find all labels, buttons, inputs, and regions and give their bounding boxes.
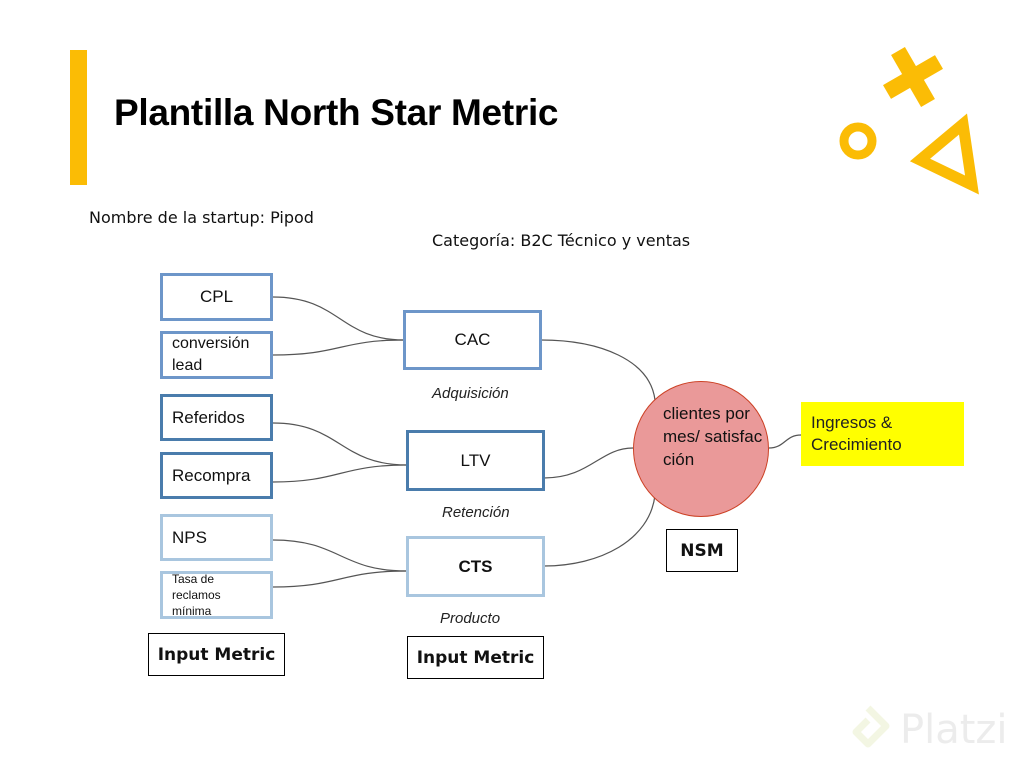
- driver-metric-box-cts[interactable]: CTS: [406, 536, 545, 597]
- driver-metric-box-cac[interactable]: CAC: [403, 310, 542, 370]
- outcome-box[interactable]: Ingresos & Crecimiento: [801, 402, 964, 466]
- input-metric-box[interactable]: Referidos: [160, 394, 273, 441]
- platzi-watermark: Platzi: [846, 704, 1008, 756]
- driver-metric-caption: Input Metric: [407, 636, 544, 679]
- wire-cts-nsm: [543, 494, 656, 567]
- category-label-product: Producto: [440, 610, 501, 627]
- driver-metric-caption-text: Input Metric: [416, 647, 535, 668]
- wire-recompra-ltv: [272, 464, 408, 483]
- input-metric-box[interactable]: Tasa de reclamos mínima: [160, 571, 273, 619]
- circle-icon: [839, 122, 877, 160]
- driver-metric-label: CTS: [458, 556, 493, 576]
- platzi-wordmark: Platzi: [900, 707, 1008, 753]
- decorative-shapes: [839, 47, 979, 195]
- wire-conversion-cac: [272, 339, 405, 356]
- triangle-icon: [909, 113, 979, 195]
- wire-cpl-cac: [272, 296, 405, 341]
- cross-icon: [883, 47, 943, 107]
- driver-metric-label: CAC: [454, 330, 491, 349]
- input-metric-label: NPS: [172, 527, 207, 547]
- input-metric-box[interactable]: Recompra: [160, 452, 273, 499]
- input-metric-label: CPL: [199, 287, 234, 306]
- wire-tasa-cts: [272, 570, 408, 588]
- input-metric-box[interactable]: NPS: [160, 514, 273, 561]
- platzi-logo-icon: [852, 705, 890, 748]
- input-metric-caption-text: Input Metric: [157, 644, 276, 665]
- input-metric-label: Recompra: [172, 465, 251, 485]
- driver-metric-box-ltv[interactable]: LTV: [406, 430, 545, 491]
- accent-bar: [70, 50, 87, 185]
- category-label-acquisition: Adquisición: [432, 385, 509, 402]
- input-metric-caption: Input Metric: [148, 633, 285, 676]
- input-metric-box[interactable]: CPL: [160, 273, 273, 321]
- input-metric-box[interactable]: conversión lead: [160, 331, 273, 379]
- category-label-retention: Retención: [442, 504, 510, 521]
- wire-cac-nsm: [540, 339, 656, 401]
- startup-category: Categoría: B2C Técnico y ventas: [432, 231, 691, 250]
- wire-nsm-outcome: [768, 434, 802, 449]
- wire-ltv-nsm: [543, 447, 634, 479]
- input-metric-label: Tasa de reclamos mínima: [172, 572, 221, 618]
- nsm-caption-text: NSM: [680, 540, 724, 561]
- wire-referidos-ltv: [272, 422, 408, 466]
- input-metric-label: conversión lead: [172, 335, 250, 374]
- nsm-text: clientes por mes/ satisfacción: [663, 404, 763, 469]
- wire-nps-cts: [272, 539, 408, 572]
- driver-metric-label: LTV: [460, 450, 491, 470]
- input-metric-label: Referidos: [172, 407, 245, 427]
- nsm-circle[interactable]: [633, 381, 769, 517]
- nsm-caption: NSM: [666, 529, 738, 572]
- startup-name: Nombre de la startup: Pipod: [89, 208, 314, 227]
- page-title: Plantilla North Star Metric: [114, 92, 559, 133]
